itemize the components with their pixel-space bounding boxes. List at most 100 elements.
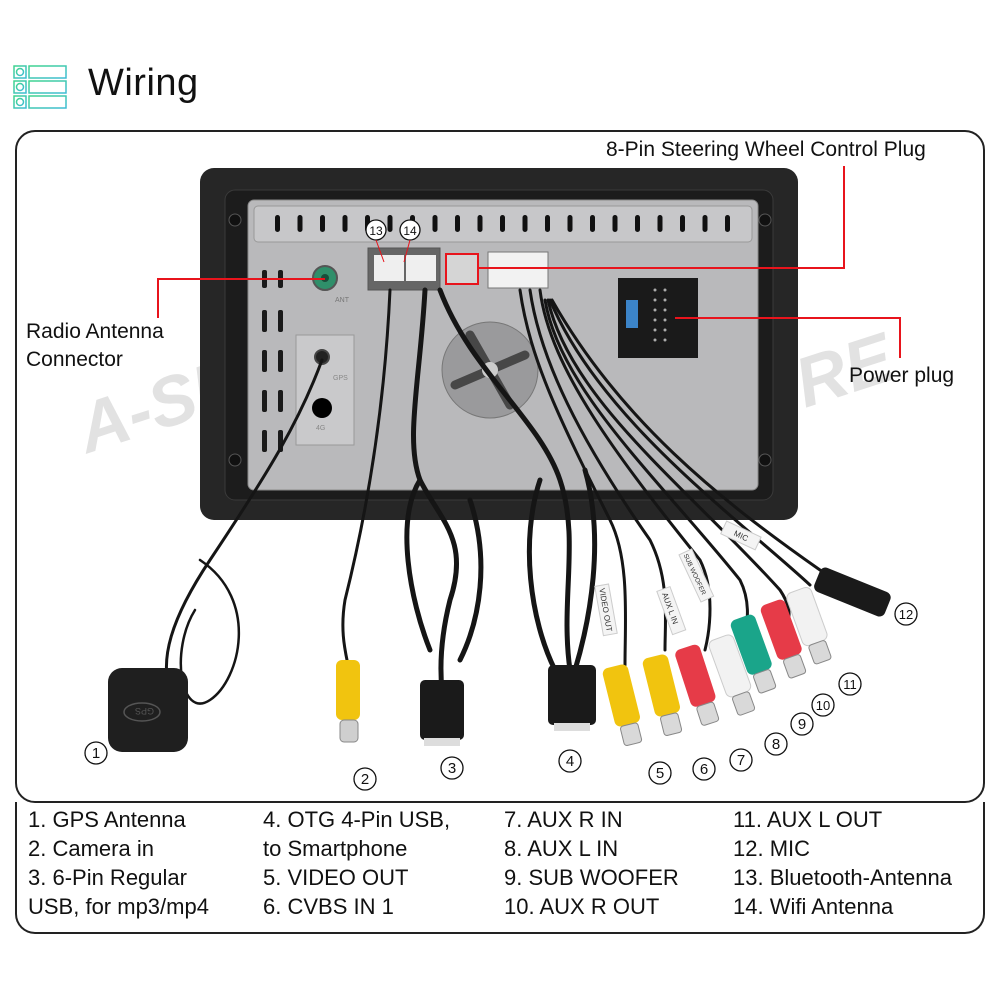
- rca-aux-r-out: [760, 599, 807, 679]
- vent-slot: [702, 215, 708, 232]
- legend-item: 10. AUX R OUT: [504, 894, 660, 919]
- marker-9: 9: [790, 712, 814, 736]
- vent-slots: [275, 215, 730, 232]
- svg-text:11: 11: [843, 677, 857, 692]
- svg-text:13: 13: [369, 224, 383, 238]
- marker-6: 6: [692, 757, 716, 781]
- vent-slot: [297, 215, 303, 232]
- marker-8: 8: [764, 732, 788, 756]
- vent-slot: [522, 215, 528, 232]
- svg-text:12: 12: [899, 607, 913, 622]
- steering-wheel-callout-line: [478, 166, 845, 269]
- legend-column-3: 7. AUX R IN 8. AUX L IN 9. SUB WOOFER 10…: [504, 805, 679, 921]
- svg-text:5: 5: [656, 765, 664, 782]
- legend-item: 11. AUX L OUT: [733, 807, 883, 832]
- number-markers: 1 2 3 4 5 6 7 8 9 10 11 12 13 14: [84, 219, 918, 791]
- svg-text:1: 1: [92, 745, 100, 762]
- legend-column-4: 11. AUX L OUT 12. MIC 13. Bluetooth-Ante…: [733, 805, 952, 921]
- vent-slot: [432, 215, 438, 232]
- steering-wheel-plug: [445, 253, 479, 285]
- marker-14: 14: [399, 219, 421, 241]
- mic-cable: [550, 298, 822, 572]
- vent-slot: [387, 215, 393, 232]
- marker-4: 4: [558, 749, 582, 773]
- marker-10: 10: [811, 693, 835, 717]
- gps-badge: GPS: [135, 706, 154, 716]
- marker-7: 7: [729, 748, 753, 772]
- legend-column-2: 4. OTG 4-Pin USB, to Smartphone 5. VIDEO…: [263, 805, 450, 921]
- gps-cable: [164, 358, 324, 692]
- legend-item: 12. MIC: [733, 836, 811, 861]
- vent-slot: [725, 215, 730, 232]
- radio-antenna-callout-line: [157, 278, 325, 318]
- vent-slot: [567, 215, 573, 232]
- camera-rca-plug: [336, 660, 360, 720]
- vent-slot: [500, 215, 505, 232]
- rca-cvbs-in: [642, 654, 683, 737]
- rca-aux-r-in: [675, 644, 720, 726]
- usb-plug-regular: [420, 680, 464, 740]
- vent-slot: [635, 215, 640, 232]
- legend-item: 3. 6-Pin Regular: [28, 865, 187, 890]
- radio-antenna-label-line2: Connector: [26, 348, 123, 371]
- gps-port-label: GPS: [333, 375, 348, 382]
- legend-item: 1. GPS Antenna: [28, 807, 186, 832]
- vent-slot: [275, 215, 280, 232]
- marker-2: 2: [353, 767, 377, 791]
- 4g-port-label: 4G: [316, 425, 325, 432]
- legend-column-1: 1. GPS Antenna 2. Camera in 3. 6-Pin Reg…: [28, 805, 209, 921]
- list-icon: [13, 65, 67, 109]
- svg-text:3: 3: [448, 760, 456, 777]
- ant-port-label: ANT: [335, 297, 350, 304]
- legend-item: 4. OTG 4-Pin USB,: [263, 807, 451, 832]
- legend-item: to Smartphone: [263, 836, 408, 861]
- svg-text:7: 7: [737, 752, 745, 769]
- svg-text:8: 8: [772, 736, 780, 753]
- page-title: Wiring: [88, 62, 199, 104]
- svg-text:2: 2: [361, 771, 369, 788]
- vent-slot: [455, 215, 460, 232]
- legend-item: 13. Bluetooth-Antenna: [733, 865, 952, 890]
- diagram-panel: [15, 130, 985, 803]
- callout-lines: [157, 166, 901, 358]
- rca-aux-l-in: [708, 634, 756, 716]
- rca-aux-l-out: [786, 586, 832, 665]
- camera-cable: [341, 288, 392, 667]
- power-plug-callout-line: [675, 317, 901, 358]
- legend-item: 9. SUB WOOFER: [504, 865, 679, 890]
- legend-item: 14. Wifi Antenna: [733, 894, 894, 919]
- legend-item: 8. AUX L IN: [504, 836, 619, 861]
- svg-text:6: 6: [700, 761, 708, 778]
- usb-cable-1: [411, 287, 460, 693]
- vent-slot: [545, 215, 550, 232]
- rca-sub-woofer: [730, 614, 777, 694]
- vent-slot: [320, 215, 325, 232]
- legend-item: 2. Camera in: [28, 836, 154, 861]
- svg-text:10: 10: [816, 698, 830, 713]
- rca-video-out: [602, 664, 643, 747]
- legend-item: 5. VIDEO OUT: [263, 865, 409, 890]
- power-plug-pins: [653, 288, 667, 342]
- usb-cable-2: [437, 287, 573, 673]
- vent-slot: [590, 215, 595, 232]
- steering-wheel-plug-label: 8-Pin Steering Wheel Control Plug: [606, 138, 926, 161]
- marker-11: 11: [838, 672, 862, 696]
- legend-item: 6. CVBS IN 1: [263, 894, 394, 919]
- side-vents: [262, 270, 283, 452]
- screws: [228, 213, 772, 467]
- vent-slot: [680, 215, 685, 232]
- vent-slot: [612, 215, 618, 232]
- marker-leader-lines: [375, 239, 411, 263]
- vent-slot: [342, 215, 348, 232]
- mic-jack: [814, 567, 891, 617]
- marker-12: 12: [894, 602, 918, 626]
- radio-antenna-label: Radio Antenna Connector: [26, 318, 164, 374]
- vent-slot: [657, 215, 663, 232]
- vent-slot: [477, 215, 483, 232]
- marker-13: 13: [365, 219, 387, 241]
- power-plug-label: Power plug: [849, 364, 955, 387]
- usb-plug-otg: [548, 665, 596, 725]
- rca-plugs: [602, 586, 832, 747]
- legend-panel: [15, 802, 985, 934]
